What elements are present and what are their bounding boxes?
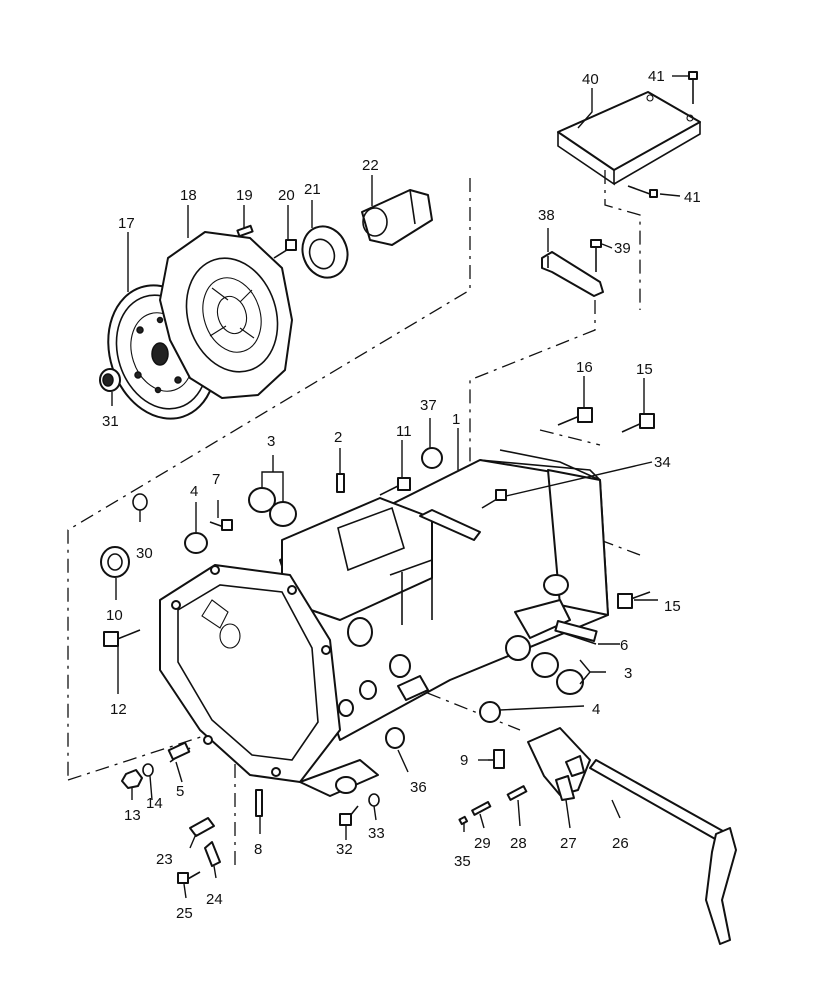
callout-17: 17 [118,215,135,232]
pin-35 [458,815,469,826]
callout-35: 35 [454,853,471,870]
callout-19: 19 [236,187,253,204]
leader-lines [111,75,688,899]
transmission-housing [159,449,609,797]
pin-29 [471,801,492,816]
bolt-12 [103,629,141,647]
callout-30: 30 [136,545,153,562]
release-sleeve-22 [361,189,433,246]
callout-38: 38 [538,207,555,224]
dowel-2 [336,473,345,493]
callout-24: 24 [206,891,223,908]
fitting-23 [189,817,215,837]
callout-1: 1 [452,411,460,428]
dowel-8 [255,789,263,817]
callout-25: 25 [176,905,193,922]
bushing-37 [421,447,443,469]
callout-31: 31 [102,413,119,430]
callout-7: 7 [212,471,220,488]
callout-3-upper: 3 [267,433,275,450]
washer-14 [142,763,154,777]
pilot-bearing-31 [99,368,121,392]
callout-4-lower: 4 [592,701,600,718]
bolt-15-upper [621,413,655,433]
callout-15-upper: 15 [636,361,653,378]
callout-32: 32 [336,841,353,858]
bolt-20 [273,239,297,259]
pin-28 [506,785,528,801]
stud-6 [554,619,598,645]
bushings-3-lower [531,652,584,695]
callout-22: 22 [362,157,379,174]
callout-16: 16 [576,359,593,376]
callout-10: 10 [106,607,123,624]
callout-6: 6 [620,637,628,654]
clip-30 [132,493,148,511]
callout-21: 21 [304,181,321,198]
callout-33: 33 [368,825,385,842]
callout-11: 11 [396,423,412,440]
seal-10 [100,546,130,578]
callout-41-bottom: 41 [684,189,701,206]
bolt-34 [481,489,507,509]
callout-5: 5 [176,783,184,800]
bracket-38 [541,239,604,297]
release-bearing-21 [301,225,349,279]
plug-36 [385,727,405,749]
callout-12: 12 [110,701,127,718]
bolt-16 [557,407,593,426]
callout-34: 34 [654,454,671,471]
bushing-4-lower [479,701,501,723]
plate-1 [419,509,481,541]
callout-13: 13 [124,807,141,824]
fitting-9 [488,749,505,769]
callout-18: 18 [180,187,197,204]
bolt-15-right [617,591,651,609]
clutch-disc-17 [107,284,217,420]
callout-40: 40 [582,71,599,88]
callout-41-top: 41 [648,68,665,85]
washer-33 [368,793,380,807]
callout-36: 36 [410,779,427,796]
bolt-25 [177,871,201,884]
callout-23: 23 [156,851,173,868]
release-shaft-26 [589,759,737,945]
nut-13 [121,769,143,789]
cover-plate-40 [557,71,701,198]
stud-5 [167,741,191,763]
callout-37: 37 [420,397,437,414]
callout-26: 26 [612,835,629,852]
callout-3-lower: 3 [624,665,632,682]
callout-14: 14 [146,795,163,812]
clip-24 [204,841,221,867]
callout-4-upper: 4 [190,483,198,500]
callout-8: 8 [254,841,262,858]
callout-29: 29 [474,835,491,852]
bushings-3-upper [248,487,297,527]
pin-19 [236,224,254,238]
release-fork-27 [527,727,591,801]
callout-20: 20 [278,187,295,204]
callout-15-right: 15 [664,598,681,615]
bolt-11 [379,477,411,496]
bolt-32 [339,805,359,826]
callout-28: 28 [510,835,527,852]
pressure-plate-18 [159,231,293,399]
callout-2: 2 [334,429,342,446]
callout-9: 9 [460,752,468,769]
callout-labels: 1 2 3 3 4 4 5 6 7 8 9 10 11 12 13 14 15 … [102,68,701,922]
bushing-4-upper [184,532,208,554]
callout-27: 27 [560,835,577,852]
callout-39: 39 [614,240,631,257]
stud-7 [209,519,233,531]
